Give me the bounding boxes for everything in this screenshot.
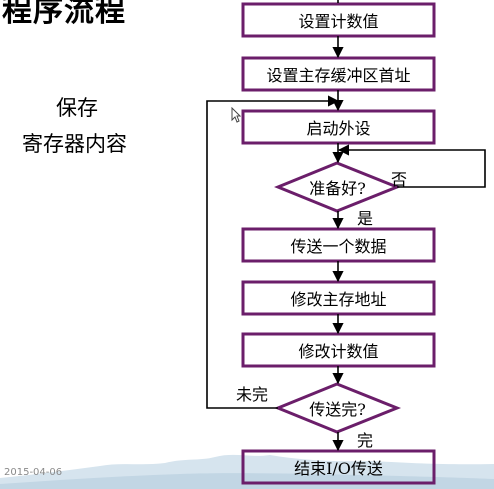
decision-label-done: 传送完?: [309, 400, 366, 419]
step-label-modify-address: 修改主存地址: [290, 290, 387, 309]
slide-date: 2015-04-06: [4, 467, 63, 478]
mouse-cursor-icon: [231, 107, 241, 123]
arrow-not-ready-loop: [337, 144, 486, 188]
step-label-end-transfer: 结束I/O传送: [294, 459, 383, 478]
branch-label-no: 否: [391, 170, 408, 189]
step-label-modify-count: 修改计数值: [298, 342, 379, 361]
branch-label-done: 完: [357, 431, 374, 450]
slide-title: 程序流程: [2, 0, 126, 29]
branch-label-yes: 是: [357, 209, 374, 228]
decision-label-ready: 准备好?: [309, 179, 366, 198]
step-label-transfer-data: 传送一个数据: [290, 237, 387, 256]
branch-label-not-done: 未完: [236, 385, 269, 404]
step-label-start-device: 启动外设: [306, 119, 371, 138]
side-note-line-2: 寄存器内容: [22, 132, 127, 156]
step-label-set-count: 设置计数值: [298, 12, 379, 31]
arrow-not-done-loop: [206, 95, 340, 409]
decision-done-diamond: [274, 382, 402, 434]
step-label-set-buffer-address: 设置主存缓冲区首址: [266, 66, 411, 85]
side-note-line-1: 保存: [56, 96, 98, 120]
